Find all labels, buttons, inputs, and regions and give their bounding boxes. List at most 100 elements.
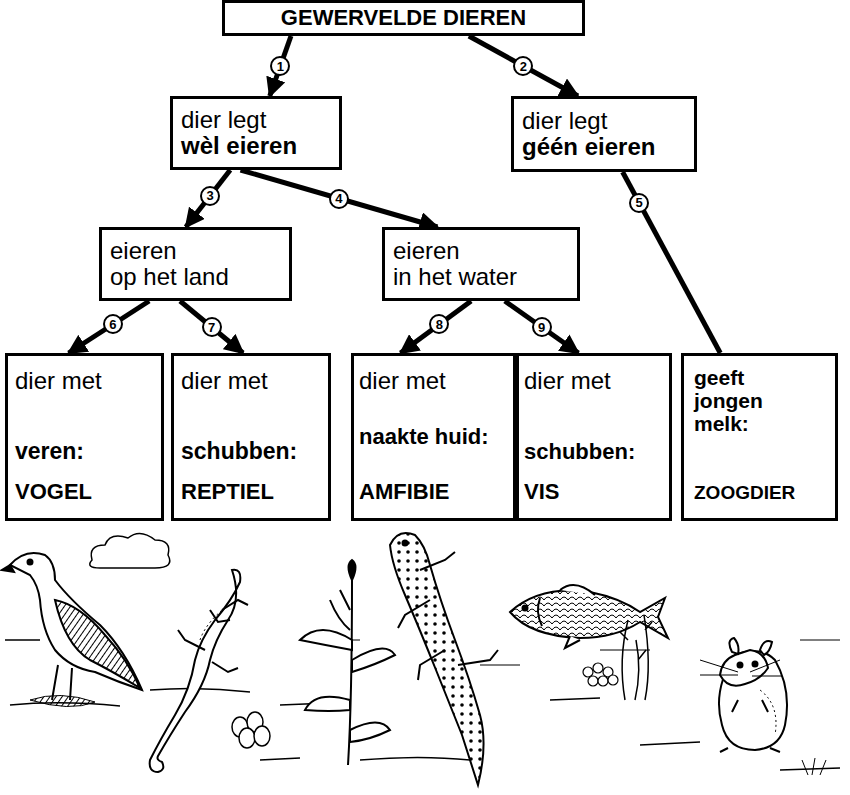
salamander-part [403, 541, 408, 546]
node-subtext: naakte huid: [359, 425, 489, 449]
fish-eggs-part [593, 663, 603, 673]
node-text: dier met [15, 368, 102, 394]
seaweed-part [620, 615, 652, 700]
branch-box: eierenin het water [382, 227, 580, 301]
lizard-part [178, 600, 248, 672]
callout-number: 3 [200, 186, 220, 206]
node-subtext: schubben: [181, 439, 297, 464]
fish-eggs-part [608, 675, 618, 685]
node-text: dier legt [522, 108, 607, 134]
node-subtext: VIS [524, 480, 559, 504]
callout-number: 1 [270, 56, 290, 76]
connector-arrow [401, 301, 472, 353]
class-box: geeft jongen melk: ZOOGDIER [681, 353, 838, 521]
water-plant-part [300, 630, 352, 650]
node-subtext: in het water [393, 264, 517, 290]
lizard-part [200, 610, 222, 640]
fish-eggs-part [588, 676, 598, 686]
cloud [90, 533, 170, 568]
node-subtext: VOGEL [15, 480, 92, 504]
node-subtext: ZOOGDIER [694, 483, 795, 504]
class-box: dier met schubben: VIS [516, 353, 672, 521]
reptile-eggs-part [239, 728, 255, 748]
gerbil-part [729, 638, 772, 655]
reptile-eggs [232, 712, 270, 748]
bird-part [30, 695, 95, 706]
lizard [150, 570, 248, 772]
callout-number: 2 [513, 56, 533, 76]
fish-part [560, 585, 595, 648]
connector-arrow [469, 36, 578, 96]
bird-part [28, 560, 33, 565]
fish-eggs-part [598, 676, 608, 686]
gerbil [700, 638, 826, 775]
node-subtext: op het land [110, 264, 229, 290]
gerbil-part [802, 758, 826, 775]
ground-lines [5, 640, 840, 770]
branch-box: dier legtwèl eieren [170, 96, 342, 170]
connector-arrow [241, 170, 438, 227]
ground-lines-part [5, 640, 840, 770]
callout-number: 9 [532, 317, 552, 337]
connector-arrow [180, 301, 243, 353]
gerbil-part [719, 651, 787, 750]
node-text: dier met [524, 368, 611, 394]
water-plant-part [349, 560, 356, 580]
branch-box: eierenop het land [99, 227, 292, 301]
node-subtext: AMFIBIE [359, 480, 449, 504]
reptile-eggs-part [254, 726, 270, 746]
gerbil-part [738, 663, 743, 668]
callout-number: 6 [103, 314, 123, 334]
salamander [390, 533, 498, 785]
connector-arrow [623, 172, 721, 353]
bird-part [55, 600, 140, 688]
gerbil-part [760, 690, 776, 735]
water-plant-part [350, 723, 390, 743]
cloud-part [90, 533, 170, 568]
class-box: dier metveren:VOGEL [5, 353, 164, 521]
fish-eggs-part [583, 667, 593, 677]
water-plant-part [330, 590, 350, 630]
water-plant [300, 560, 395, 765]
node-text: geeft jongen melk: [694, 366, 799, 435]
node-text: dier met [359, 368, 446, 394]
bird-part [10, 553, 142, 690]
fish-part [523, 606, 528, 611]
node-subtext: schubben: [524, 440, 635, 464]
bird [2, 553, 142, 707]
class-box: dier met schubben: REPTIEL [171, 353, 331, 521]
callout-number: 8 [429, 314, 449, 334]
fish-part [538, 598, 542, 626]
node-text: eieren [110, 238, 177, 264]
gerbil-part [720, 700, 780, 752]
node-text: dier met [181, 368, 268, 394]
gerbil-part [700, 660, 782, 676]
connector-arrow [270, 36, 291, 96]
node-subtext: REPTIEL [181, 480, 274, 504]
salamander-part [390, 533, 484, 785]
water-plant-part [352, 649, 395, 672]
callout-number: 4 [329, 189, 349, 209]
water-plant-part [305, 697, 350, 711]
node-text: GEWERVELDE DIEREN [281, 6, 526, 30]
connector-arrow [505, 301, 579, 353]
bird-part [52, 665, 72, 700]
node-subtext: géén eieren [522, 134, 655, 160]
connector-arrow [69, 301, 150, 353]
bird-part [2, 565, 14, 572]
class-box: dier met naakte huid: AMFIBIE [351, 353, 516, 521]
title-box: GEWERVELDE DIEREN [222, 0, 585, 36]
node-text: dier legt [181, 107, 266, 133]
node-subtext: wèl eieren [181, 133, 297, 159]
seaweed [620, 615, 652, 700]
salamander-part [398, 552, 498, 680]
node-text: eieren [393, 238, 460, 264]
fish-eggs [583, 663, 618, 686]
connector-arrow [186, 170, 230, 227]
fish-part [510, 591, 668, 638]
callout-number: 7 [202, 317, 222, 337]
gerbil-part [753, 662, 758, 667]
branch-box: dier legtgéén eieren [511, 96, 697, 172]
